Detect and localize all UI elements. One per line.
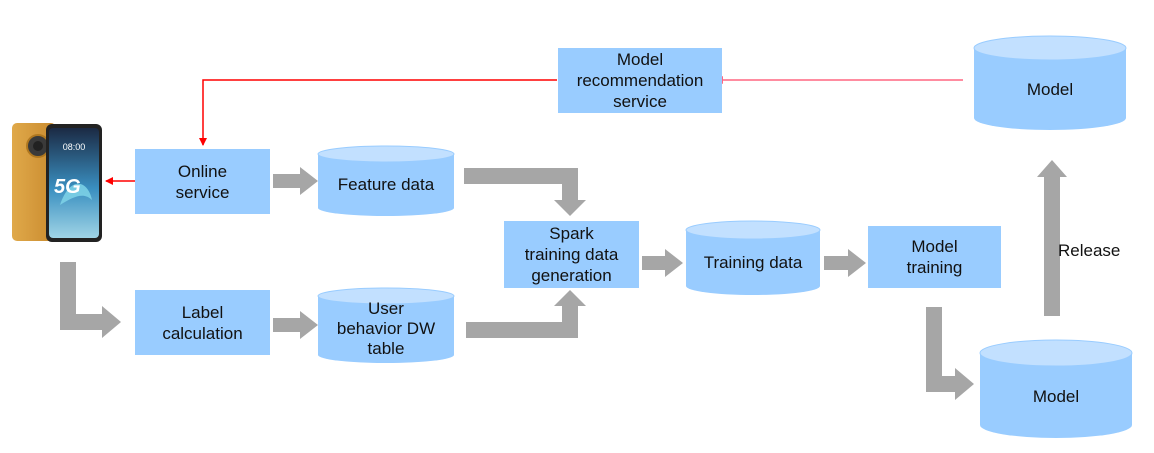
arrow-modeltraining-to-model xyxy=(926,307,974,400)
node-label: Model training xyxy=(906,237,963,277)
node-label: Label calculation xyxy=(162,302,243,343)
cylinder-feature-data xyxy=(317,145,455,216)
arrow-spark-to-training xyxy=(642,249,683,277)
node-label: Online service xyxy=(175,161,230,202)
node-label: Model recommendation service xyxy=(576,50,704,111)
cylinder-user-behavior xyxy=(317,287,455,363)
arrow-online-to-feature xyxy=(273,167,318,195)
cylinder-model-bottom xyxy=(979,339,1133,438)
cylinder-model-top xyxy=(973,35,1127,130)
arrow-recommendation-to-online xyxy=(199,79,557,146)
store-user-behavior-label: User behavior DW table xyxy=(336,299,436,358)
arrow-feature-to-spark xyxy=(464,168,586,216)
release-label: Release xyxy=(1058,241,1121,260)
phone-image: 08:00 5G xyxy=(12,123,102,242)
phone-5g-badge: 5G xyxy=(54,176,81,198)
arrow-training-to-modeltraining xyxy=(824,249,866,277)
phone-clock: 08:00 xyxy=(63,142,86,152)
node-model-recommendation-service: Model recommendation service xyxy=(558,48,722,113)
store-model-top-label: Model xyxy=(1026,80,1074,99)
arrow-userbehavior-to-spark xyxy=(466,290,586,338)
arrow-phone-to-label xyxy=(60,262,121,338)
cylinder-training-data xyxy=(685,220,821,295)
node-label-calculation: Label calculation xyxy=(135,290,270,355)
node-online-service: Online service xyxy=(135,149,270,214)
node-spark-generation: Spark training data generation xyxy=(504,221,639,288)
store-training-data-label: Training data xyxy=(703,253,803,272)
node-label: Spark training data generation xyxy=(524,224,619,285)
store-model-bottom-label: Model xyxy=(1032,386,1080,406)
node-model-training: Model training xyxy=(868,226,1001,288)
store-feature-data-label: Feature data xyxy=(337,175,435,194)
arrow-label-to-userbehavior xyxy=(273,311,318,339)
arrow-release xyxy=(1037,160,1067,316)
